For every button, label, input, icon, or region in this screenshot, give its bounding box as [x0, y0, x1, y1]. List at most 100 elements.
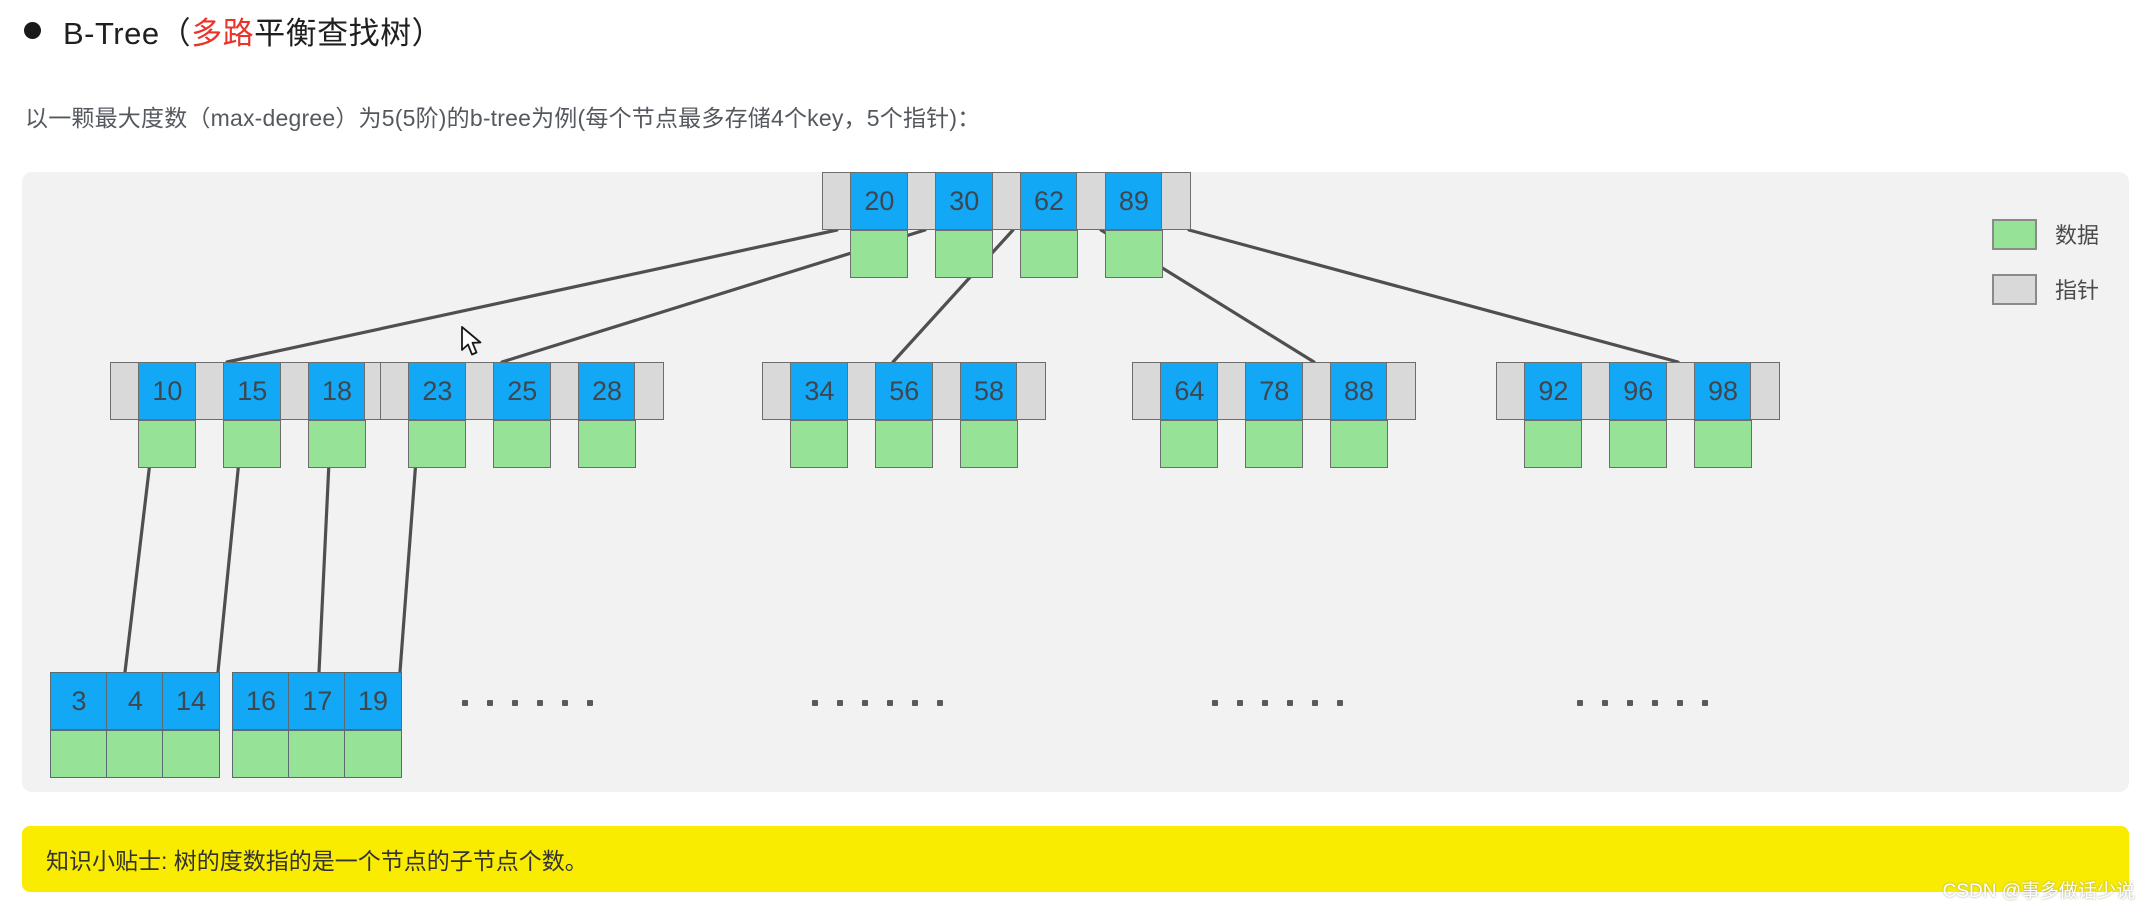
- pointer-cell[interactable]: [549, 362, 580, 420]
- key-cell[interactable]: 98: [1694, 362, 1753, 420]
- key-cell[interactable]: 62: [1020, 172, 1079, 230]
- key-slot[interactable]: 62: [1020, 172, 1079, 278]
- key-slot[interactable]: 98: [1694, 362, 1753, 468]
- pointer-slot[interactable]: [1580, 362, 1611, 420]
- key-cell[interactable]: 30: [935, 172, 994, 230]
- data-cell[interactable]: [1160, 420, 1219, 468]
- key-slot[interactable]: 25: [493, 362, 552, 468]
- key-slot[interactable]: 58: [960, 362, 1019, 468]
- pointer-slot[interactable]: [906, 172, 937, 230]
- pointer-slot[interactable]: [1216, 362, 1247, 420]
- key-cell[interactable]: 17: [288, 672, 347, 730]
- pointer-cell[interactable]: [822, 172, 852, 230]
- pointer-slot[interactable]: [822, 172, 852, 230]
- pointer-cell[interactable]: [846, 362, 877, 420]
- pointer-slot[interactable]: [762, 362, 792, 420]
- key-slot[interactable]: 19: [344, 672, 402, 778]
- key-slot[interactable]: 88: [1330, 362, 1389, 468]
- data-cell[interactable]: [408, 420, 467, 468]
- key-slot[interactable]: 89: [1104, 172, 1163, 278]
- key-cell[interactable]: 64: [1160, 362, 1219, 420]
- data-cell[interactable]: [1020, 230, 1079, 278]
- key-slot[interactable]: 3: [50, 672, 108, 778]
- key-cell[interactable]: 88: [1330, 362, 1389, 420]
- pointer-cell[interactable]: [634, 362, 665, 420]
- pointer-cell[interactable]: [1386, 362, 1417, 420]
- tree-node-n2[interactable]: 23 25 28: [380, 362, 665, 468]
- key-cell[interactable]: 18: [308, 362, 367, 420]
- pointer-cell[interactable]: [1076, 172, 1107, 230]
- pointer-slot[interactable]: [1161, 172, 1192, 230]
- pointer-slot[interactable]: [464, 362, 495, 420]
- tree-node-n1[interactable]: 10 15 18: [110, 362, 395, 468]
- key-cell[interactable]: 25: [493, 362, 552, 420]
- data-cell[interactable]: [232, 730, 290, 778]
- data-cell[interactable]: [223, 420, 282, 468]
- key-slot[interactable]: 96: [1609, 362, 1668, 468]
- key-slot[interactable]: 16: [232, 672, 290, 778]
- key-slot[interactable]: 56: [875, 362, 934, 468]
- key-cell[interactable]: 16: [232, 672, 290, 730]
- pointer-slot[interactable]: [1016, 362, 1047, 420]
- pointer-cell[interactable]: [1016, 362, 1047, 420]
- pointer-slot[interactable]: [1301, 362, 1332, 420]
- data-cell[interactable]: [1245, 420, 1304, 468]
- pointer-cell[interactable]: [1750, 362, 1781, 420]
- key-slot[interactable]: 78: [1245, 362, 1304, 468]
- data-cell[interactable]: [138, 420, 197, 468]
- pointer-slot[interactable]: [110, 362, 140, 420]
- data-cell[interactable]: [790, 420, 849, 468]
- key-slot[interactable]: 20: [850, 172, 909, 278]
- data-cell[interactable]: [308, 420, 367, 468]
- pointer-cell[interactable]: [906, 172, 937, 230]
- pointer-slot[interactable]: [846, 362, 877, 420]
- key-cell[interactable]: 34: [790, 362, 849, 420]
- key-slot[interactable]: 17: [288, 672, 347, 778]
- pointer-slot[interactable]: [549, 362, 580, 420]
- tree-node-root[interactable]: 20 30 62 89: [822, 172, 1192, 278]
- tree-node-n4[interactable]: 64 78 88: [1132, 362, 1417, 468]
- pointer-slot[interactable]: [1386, 362, 1417, 420]
- key-cell[interactable]: 92: [1524, 362, 1583, 420]
- data-cell[interactable]: [106, 730, 165, 778]
- data-cell[interactable]: [1694, 420, 1753, 468]
- key-cell[interactable]: 20: [850, 172, 909, 230]
- data-cell[interactable]: [288, 730, 347, 778]
- tree-node-n5[interactable]: 92 96 98: [1496, 362, 1781, 468]
- key-cell[interactable]: 3: [50, 672, 108, 730]
- key-cell[interactable]: 23: [408, 362, 467, 420]
- tree-node-l1[interactable]: 3 4: [50, 672, 165, 778]
- key-slot[interactable]: 18: [308, 362, 367, 468]
- tree-node-l3[interactable]: 16 17: [232, 672, 347, 778]
- pointer-slot[interactable]: [194, 362, 225, 420]
- data-cell[interactable]: [935, 230, 994, 278]
- key-cell[interactable]: 28: [578, 362, 637, 420]
- pointer-slot[interactable]: [1665, 362, 1696, 420]
- pointer-slot[interactable]: [931, 362, 962, 420]
- data-cell[interactable]: [1609, 420, 1668, 468]
- key-slot[interactable]: 15: [223, 362, 282, 468]
- key-slot[interactable]: 23: [408, 362, 467, 468]
- pointer-slot[interactable]: [991, 172, 1022, 230]
- pointer-slot[interactable]: [279, 362, 310, 420]
- pointer-cell[interactable]: [1496, 362, 1526, 420]
- key-slot[interactable]: 4: [106, 672, 165, 778]
- key-slot[interactable]: 10: [138, 362, 197, 468]
- key-cell[interactable]: 58: [960, 362, 1019, 420]
- key-cell[interactable]: 19: [344, 672, 402, 730]
- pointer-cell[interactable]: [464, 362, 495, 420]
- key-slot[interactable]: 64: [1160, 362, 1219, 468]
- key-slot[interactable]: 34: [790, 362, 849, 468]
- pointer-slot[interactable]: [1132, 362, 1162, 420]
- key-slot[interactable]: 28: [578, 362, 637, 468]
- key-slot[interactable]: 14: [162, 672, 220, 778]
- data-cell[interactable]: [1330, 420, 1389, 468]
- data-cell[interactable]: [578, 420, 637, 468]
- data-cell[interactable]: [50, 730, 108, 778]
- pointer-slot[interactable]: [1750, 362, 1781, 420]
- pointer-cell[interactable]: [194, 362, 225, 420]
- pointer-slot[interactable]: [634, 362, 665, 420]
- key-cell[interactable]: 10: [138, 362, 197, 420]
- data-cell[interactable]: [344, 730, 402, 778]
- pointer-cell[interactable]: [1665, 362, 1696, 420]
